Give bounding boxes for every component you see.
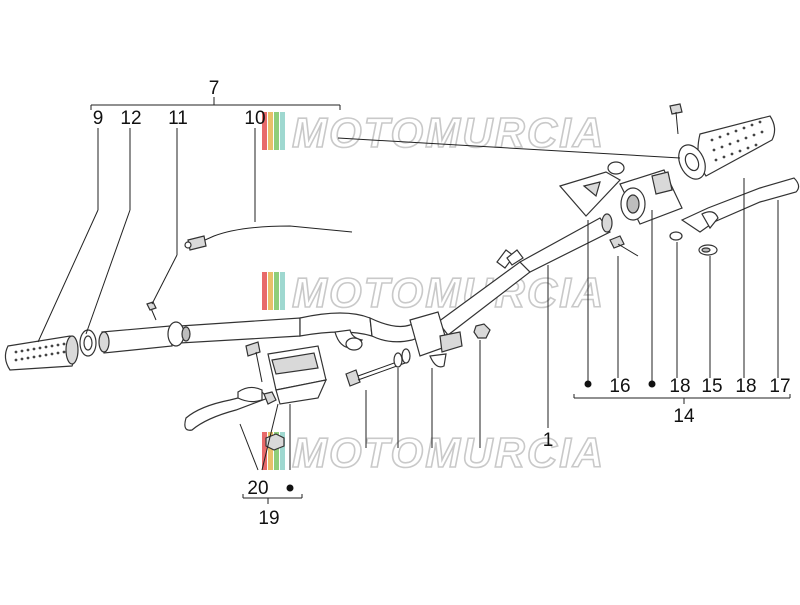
watermark-text-middle: MOTOMURCIA (292, 269, 605, 316)
callout-20: 20 (247, 478, 268, 499)
callout-14: 14 (673, 406, 695, 427)
right-switch-housing (558, 161, 683, 257)
leader-lines (37, 97, 791, 504)
watermark-middle: MOTOMURCIA (262, 268, 605, 317)
center-clamp (345, 311, 491, 387)
callout-19: 19 (258, 508, 279, 529)
throttle-cable (184, 225, 353, 251)
dot-marker-16-left (584, 380, 592, 388)
callout-16: 16 (609, 376, 630, 397)
callout-9: 9 (93, 108, 104, 129)
left-master-cylinder (184, 341, 328, 451)
callout-1: 1 (543, 430, 554, 451)
washer-12 (79, 329, 97, 357)
callout-15: 15 (701, 376, 722, 397)
callout-18-b: 18 (735, 376, 756, 397)
left-grip (4, 335, 79, 371)
watermark-text-bottom: MOTOMURCIA (292, 429, 605, 476)
right-grip (669, 103, 776, 180)
callout-11: 11 (168, 108, 188, 129)
watermark-bottom: MOTOMURCIA (262, 428, 605, 477)
watermark-text-top: MOTOMURCIA (292, 109, 605, 156)
callout-7: 7 (209, 78, 220, 99)
watermark-top: MOTOMURCIA (262, 108, 605, 157)
callout-12: 12 (120, 108, 141, 129)
callout-17: 17 (769, 376, 790, 397)
dot-marker-18-left (648, 380, 656, 388)
throttle-sleeve (98, 301, 191, 354)
dot-markers (286, 380, 656, 492)
callout-10: 10 (244, 108, 265, 129)
dot-marker-20-right (286, 484, 294, 492)
right-brake-lever (669, 177, 800, 256)
callout-labels: 7 9 12 11 10 1 16 18 15 18 17 14 20 19 (93, 78, 791, 529)
handlebar-tube (179, 213, 613, 351)
callout-18-a: 18 (669, 376, 690, 397)
